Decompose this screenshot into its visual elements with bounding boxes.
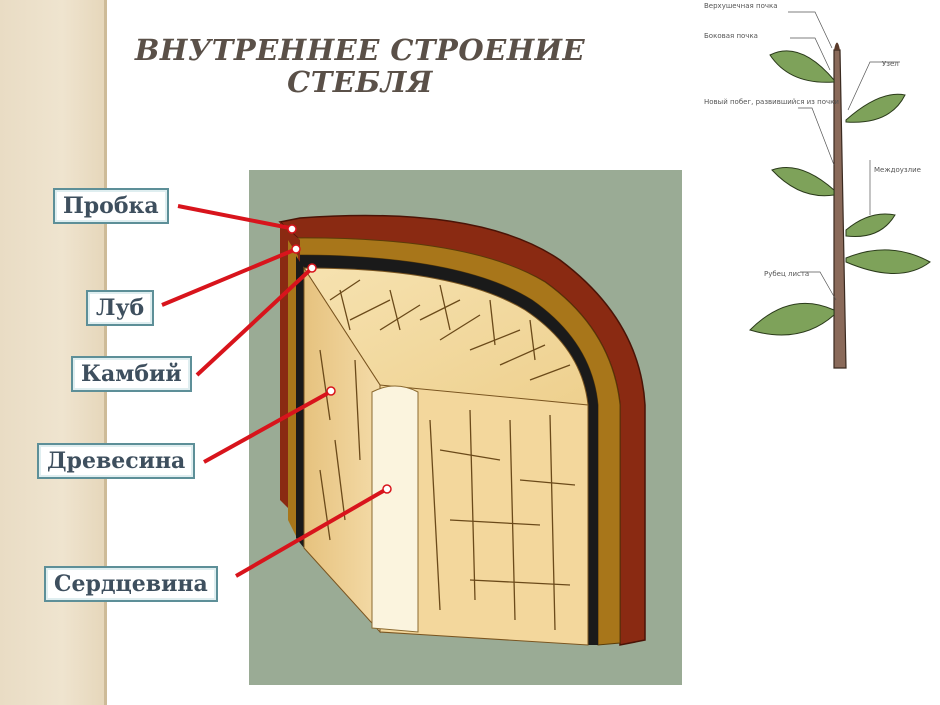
arrow-cork: [177, 204, 291, 230]
label-apical-bud: Верхушечная почка: [704, 2, 778, 10]
leaf-mid-left: [771, 167, 835, 197]
label-lateral-bud: Боковая почка: [704, 32, 758, 40]
label-new-shoot: Новый побег, развившийся из почки: [704, 98, 839, 106]
leaf-top-left: [769, 50, 835, 83]
bud-apical: [834, 42, 840, 50]
phloem-side: [288, 240, 298, 540]
label-cambium: Камбий: [71, 356, 192, 392]
arrow-cambium: [195, 268, 312, 377]
title-line-1: ВНУТРЕННЕЕ СТРОЕНИЕ: [134, 33, 586, 67]
shoot-illustration: [749, 11, 931, 369]
arrow-pith: [235, 488, 386, 578]
arrow-wood: [203, 390, 331, 464]
leaf-lower-right: [845, 249, 931, 274]
label-internode: Междоузлие: [874, 166, 921, 174]
leaf-top-right: [845, 93, 906, 123]
leaf-mid-right: [845, 213, 896, 238]
label-leaf-scar: Рубец листа: [764, 270, 809, 278]
side-divider: [104, 0, 107, 705]
wood-grain: [319, 279, 576, 631]
label-cork: Пробка: [53, 188, 169, 224]
label-wood: Древесина: [37, 443, 196, 479]
cambium-side: [296, 256, 304, 548]
label-node: Узел: [882, 60, 899, 68]
label-pith: Сердцевина: [44, 566, 218, 602]
leaf-bottom-left: [749, 302, 835, 336]
label-phloem: Луб: [86, 290, 155, 326]
arrow-tips: [287, 224, 392, 494]
title-line-2: СТЕБЛЯ: [287, 65, 433, 99]
page-title: ВНУТРЕННЕЕ СТРОЕНИЕ СТЕБЛЯ: [110, 34, 610, 98]
pith: [371, 385, 419, 633]
pointer-arrows: [161, 204, 386, 578]
arrow-phloem: [161, 248, 295, 307]
